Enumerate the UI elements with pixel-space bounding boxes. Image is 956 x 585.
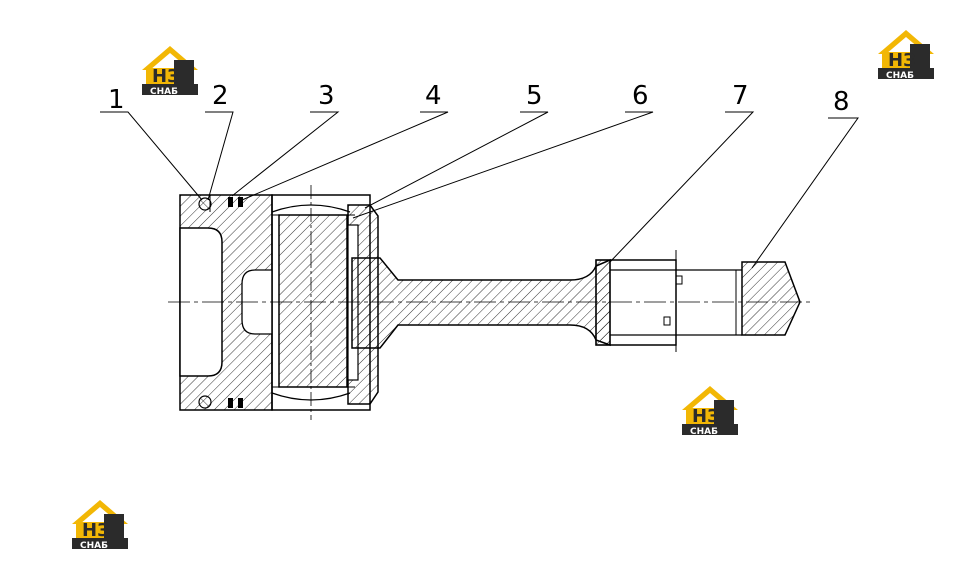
svg-text:СНАБ: СНАБ <box>80 541 108 551</box>
crosshead <box>735 261 801 336</box>
callout-7: 7 <box>732 81 749 111</box>
callout-4: 4 <box>425 81 442 111</box>
logo-watermark-4: НЗ СНАБ <box>72 500 128 551</box>
callout-8: 8 <box>833 87 850 117</box>
logo-watermark-2: НЗ СНАБ <box>878 30 934 81</box>
callout-2: 2 <box>212 81 229 111</box>
svg-text:НЗ: НЗ <box>692 406 720 427</box>
svg-text:СНАБ: СНАБ <box>150 87 178 97</box>
leader-lines <box>100 111 859 269</box>
piston-pin <box>271 185 371 420</box>
callout-3: 3 <box>318 81 335 111</box>
callout-6: 6 <box>632 81 649 111</box>
callout-labels: 1 2 3 4 5 6 7 8 <box>108 81 850 117</box>
logo-watermark-1: НЗ СНАБ <box>142 46 198 97</box>
svg-text:НЗ: НЗ <box>888 50 916 71</box>
piston-rings <box>198 197 243 409</box>
rod-big-end <box>595 250 742 352</box>
svg-text:СНАБ: СНАБ <box>886 71 914 81</box>
callout-1: 1 <box>108 85 125 115</box>
piston-head <box>179 194 273 411</box>
logo-watermark-3: НЗ СНАБ <box>682 386 738 437</box>
callout-5: 5 <box>526 81 543 111</box>
rod-shank <box>351 257 611 349</box>
svg-text:НЗ: НЗ <box>152 66 180 87</box>
svg-text:НЗ: НЗ <box>82 520 110 541</box>
svg-text:СНАБ: СНАБ <box>690 427 718 437</box>
